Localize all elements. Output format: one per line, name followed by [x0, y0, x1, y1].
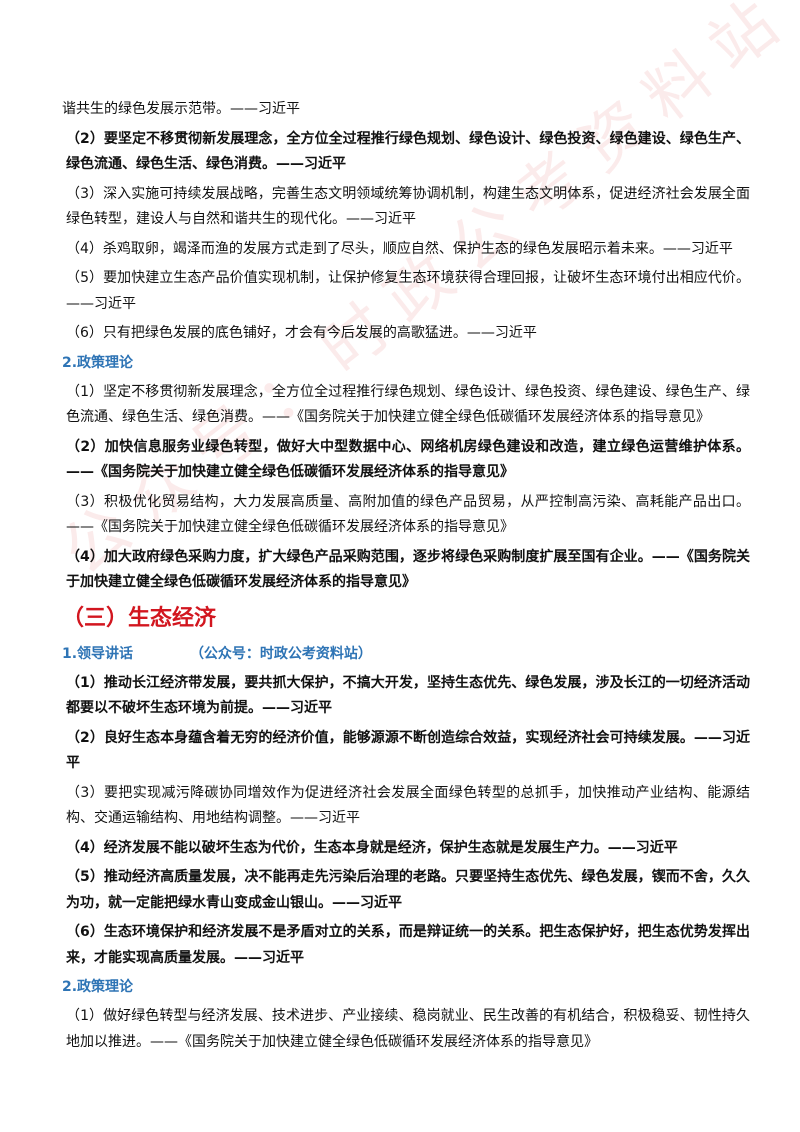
paragraph: （2）加快信息服务业绿色转型，做好大中型数据中心、网络机房绿色建设和改造，建立绿… — [66, 438, 750, 481]
paragraph: （6）只有把绿色发展的底色铺好，才会有今后发展的高歌猛进。——习近平 — [66, 325, 537, 341]
paragraph: （3）深入实施可持续发展战略，完善生态文明领域统筹协调机制，构建生态文明体系，促… — [66, 185, 750, 228]
quote-list-ecological-economy: （1）推动长江经济带发展，要共抓大保护，不搞大开发，坚持生态优先、绿色发展，涉及… — [62, 671, 750, 972]
subheading-leader-speech: 1.领导讲话 （公众号：时政公考资料站） — [62, 642, 750, 667]
paragraph: （6）生态环境保护和经济发展不是矛盾对立的关系，而是辩证统一的关系。把生态保护好… — [66, 924, 750, 966]
quote-list-green-development: 谐共生的绿色发展示范带。——习近平 （2）要坚定不移贯彻新发展理念，全方位全过程推… — [62, 97, 750, 347]
paragraph: （2）要坚定不移贯彻新发展理念，全方位全过程推行绿色规划、绿色设计、绿色投资、绿… — [66, 130, 750, 173]
paragraph: （5）推动经济高质量发展，决不能再走先污染后治理的老路。只要坚持生态优先、绿色发… — [66, 869, 750, 911]
subheading-policy-theory: 2.政策理论 — [62, 354, 134, 371]
paragraph: （4）杀鸡取卵，竭泽而渔的发展方式走到了尽头，顺应自然、保护生态的绿色发展昭示着… — [66, 240, 733, 257]
paragraph: （1）推动长江经济带发展，要共抓大保护，不搞大开发，坚持生态优先、绿色发展，涉及… — [66, 674, 750, 717]
paragraph: （1）做好绿色转型与经济发展、技术进步、产业接续、稳岗就业、民生改善的有机结合，… — [66, 1008, 750, 1050]
promo-label: （公众号：时政公考资料站） — [189, 645, 372, 662]
subheading-policy-theory-2: 2.政策理论 — [62, 979, 134, 995]
paragraph: （1）坚定不移贯彻新发展理念，全方位全过程推行绿色规划、绿色设计、绿色投资、绿色… — [66, 383, 750, 426]
paragraph: （3）积极优化贸易结构，大力发展高质量、高附加值的绿色产品贸易，从严控制高污染、… — [66, 493, 750, 536]
section-title-ecological-economy: （三）生态经济 — [62, 605, 217, 631]
paragraph: （2）良好生态本身蕴含着无穷的经济价值，能够源源不断创造综合效益，实现经济社会可… — [66, 729, 750, 772]
document-content: 谐共生的绿色发展示范带。——习近平 （2）要坚定不移贯彻新发展理念，全方位全过程推… — [62, 97, 750, 1059]
leader-speech-label: 1.领导讲话 — [62, 645, 134, 662]
policy-list-ecological-economy: （1）做好绿色转型与经济发展、技术进步、产业接续、稳岗就业、民生改善的有机结合，… — [62, 1004, 750, 1055]
paragraph: （5）要加快建立生态产品价值实现机制，让保护修复生态环境获得合理回报，让破坏生态… — [66, 270, 750, 312]
policy-list-green-development: （1）坚定不移贯彻新发展理念，全方位全过程推行绿色规划、绿色设计、绿色投资、绿色… — [62, 380, 750, 596]
paragraph: （3）要把实现减污降碳协同增效作为促进经济社会发展全面绿色转型的总抓手，加快推动… — [66, 784, 750, 827]
paragraph: （4）经济发展不能以破坏生态为代价，生态本身就是经济，保护生态就是发展生产力。—… — [66, 839, 678, 856]
paragraph: （4）加大政府绿色采购力度，扩大绿色产品采购范围，逐步将绿色采购制度扩展至国有企… — [66, 548, 750, 591]
paragraph: 谐共生的绿色发展示范带。——习近平 — [62, 101, 300, 117]
